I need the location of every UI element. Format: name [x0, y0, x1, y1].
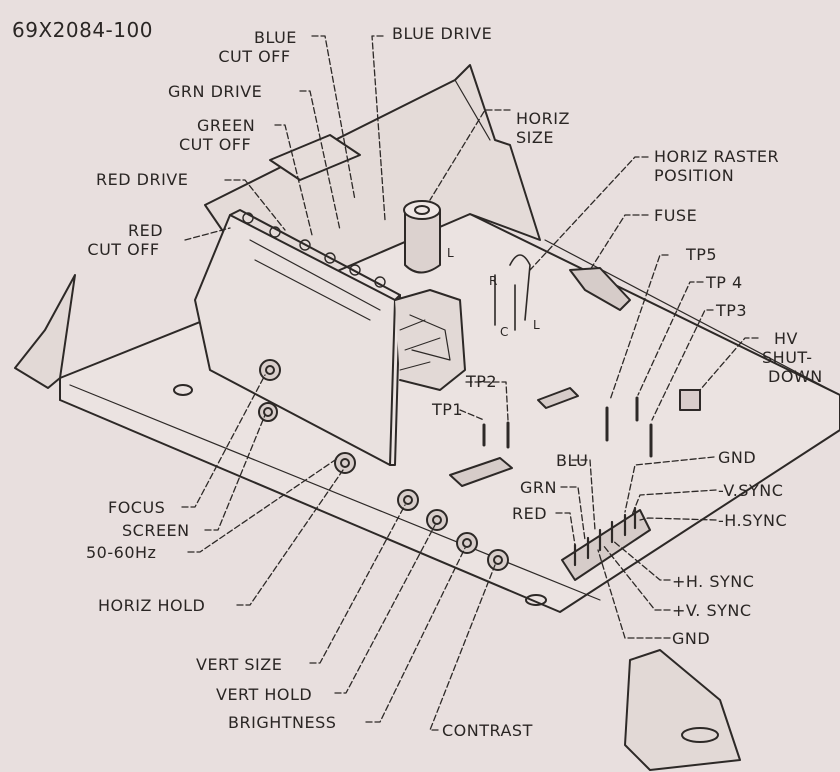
- label-line: HORIZ: [516, 109, 570, 128]
- label-line: CUT OFF: [178, 135, 252, 154]
- label-line: CUT OFF: [218, 47, 291, 66]
- left-flange: [14, 274, 76, 389]
- label-focus: FOCUS: [108, 498, 166, 517]
- label-gnd-bottom: GND: [672, 629, 711, 648]
- screen-pot: [258, 402, 278, 422]
- label-tp1: TP1: [432, 400, 464, 419]
- label-line: SIZE: [516, 128, 554, 147]
- component-label-c: C: [500, 325, 509, 339]
- label-line: HV: [774, 329, 798, 348]
- label-vert-size: VERT SIZE: [196, 655, 283, 674]
- label-hv-shutdown: HV SHUT- DOWN: [762, 329, 823, 386]
- label-red-drive: RED DRIVE: [96, 170, 189, 189]
- label-v-sync-neg: -V.SYNC: [718, 481, 784, 500]
- brightness-pot: [456, 532, 478, 554]
- label-vert-hold: VERT HOLD: [216, 685, 313, 704]
- label-v-sync-pos: +V. SYNC: [672, 601, 752, 620]
- label-tp2: TP2: [466, 372, 498, 391]
- right-flange: [624, 649, 741, 771]
- ic-chip-1: [449, 457, 513, 487]
- label-grn: GRN: [520, 478, 557, 497]
- label-blu: BLU: [556, 451, 589, 470]
- coil-label-l: L: [447, 246, 455, 260]
- part-number: 69X2084-100: [12, 18, 153, 42]
- contrast-pot: [487, 549, 509, 571]
- label-h-sync-pos: +H. SYNC: [672, 572, 755, 591]
- label-line: SHUT-: [762, 348, 813, 367]
- ic-chip-2: [537, 387, 579, 409]
- label-h-sync-neg: -H.SYNC: [718, 511, 788, 530]
- component-label-r: R: [489, 274, 498, 288]
- label-horiz-hold: HORIZ HOLD: [98, 596, 206, 615]
- label-contrast: CONTRAST: [442, 721, 533, 740]
- top-bracket: [269, 134, 361, 181]
- label-line: POSITION: [654, 166, 735, 185]
- label-brightness: BRIGHTNESS: [228, 713, 337, 732]
- component-label-l: L: [533, 318, 541, 332]
- label-grn-drive: GRN DRIVE: [168, 82, 263, 101]
- label-horiz-size: HORIZ SIZE: [516, 109, 570, 147]
- vert-hold-pot: [426, 509, 448, 531]
- fuse-holder: [569, 267, 631, 311]
- label-line: GREEN: [197, 116, 256, 135]
- label-line: CUT OFF: [87, 240, 160, 259]
- hv-shutdown-component: [679, 389, 701, 411]
- label-line: RED: [128, 221, 164, 240]
- label-screen: SCREEN: [122, 521, 190, 540]
- raster-jumper: [494, 254, 531, 331]
- label-50-60hz: 50-60Hz: [86, 543, 157, 562]
- focus-pot: [259, 359, 281, 381]
- horiz-size-coil: [404, 209, 441, 274]
- vert-size-pot: [397, 489, 419, 511]
- connector-block: [561, 509, 651, 581]
- label-line: HORIZ RASTER: [654, 147, 780, 166]
- label-horiz-raster-position: HORIZ RASTER POSITION: [654, 147, 779, 185]
- label-red-cut-off: RED CUT OFF: [84, 221, 163, 259]
- label-tp3: TP3: [716, 301, 748, 320]
- horiz-hold-pot: [334, 452, 356, 474]
- label-tp5: TP5: [686, 245, 718, 264]
- label-line: DOWN: [768, 367, 823, 386]
- label-green-cut-off: GREEN CUT OFF: [175, 116, 255, 154]
- label-fuse: FUSE: [654, 206, 698, 225]
- label-tp4: TP 4: [706, 273, 743, 292]
- label-line: BLUE: [254, 28, 297, 47]
- neck-board: [194, 214, 396, 466]
- label-blue-drive: BLUE DRIVE: [392, 24, 493, 43]
- label-blue-cut-off: BLUE CUT OFF: [212, 28, 297, 66]
- label-red: RED: [512, 504, 548, 523]
- label-gnd-top: GND: [718, 448, 757, 467]
- mounting-slot: [681, 727, 719, 743]
